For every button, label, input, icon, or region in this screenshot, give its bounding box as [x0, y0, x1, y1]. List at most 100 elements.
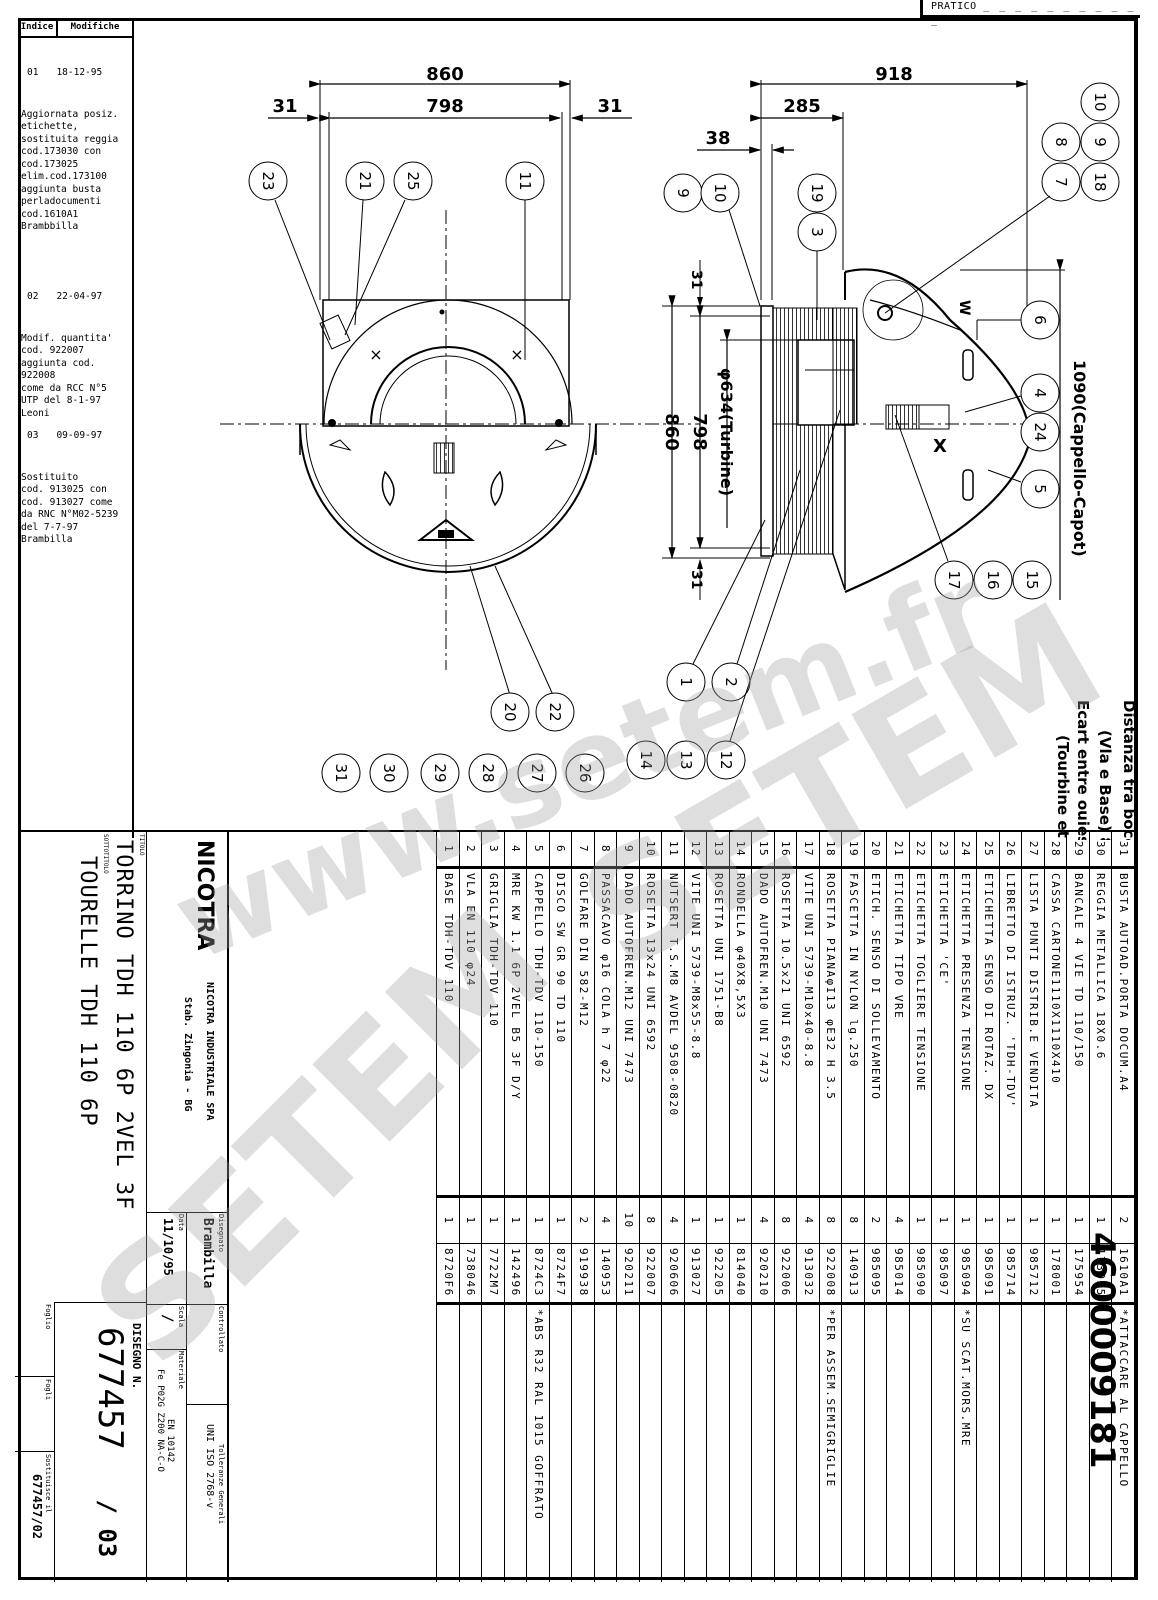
bom-note	[482, 1303, 505, 1582]
bom-note	[774, 1303, 797, 1582]
bom-position: 31	[1112, 832, 1134, 868]
bom-note: *SU SCAT.MORS.MRE	[954, 1303, 977, 1582]
bom-position: 18	[819, 832, 842, 868]
bom-description: ETICHETTA SENSO DI ROTAZ. DX	[977, 867, 1000, 1197]
bom-note	[549, 1303, 572, 1582]
bom-note	[1044, 1303, 1067, 1582]
svg-text:9: 9	[674, 188, 692, 198]
bom-code: 922008	[819, 1243, 842, 1304]
bom-position: 24	[954, 832, 977, 868]
drawing-frame	[18, 18, 1138, 1580]
scale: /	[159, 1314, 175, 1323]
bom-note	[1022, 1303, 1045, 1582]
bom-description: VLA EN 110 φ24	[459, 867, 482, 1197]
bom-quantity: 4	[594, 1196, 617, 1244]
balloon-8: 8	[1041, 122, 1081, 162]
balloon-1: 1	[666, 662, 706, 702]
balloon-19: 19	[797, 173, 837, 213]
bom-code: 7722M7	[482, 1243, 505, 1304]
balloon-10: 10	[700, 173, 740, 213]
pratico-label: PRATICO	[931, 1, 977, 12]
bom-code: 985095	[864, 1243, 887, 1304]
bom-description: ETICHETTA PRESENZA TENSIONE	[954, 867, 977, 1197]
bom-quantity: 4	[887, 1196, 910, 1244]
bom-note	[594, 1303, 617, 1582]
revision-text: Aggiornata posiz. etichette, sostituita …	[21, 108, 119, 233]
revision-date: 22-04-97	[56, 291, 103, 302]
title: TORRINO TDH 110 6P 2VEL 3F	[111, 840, 136, 1211]
balloon-17: 17	[934, 560, 974, 600]
bom-quantity: 4	[662, 1196, 685, 1244]
bom-code: 985094	[954, 1243, 977, 1304]
bom-position: 27	[1022, 832, 1045, 868]
svg-text:30: 30	[380, 763, 398, 782]
balloon-29: 29	[420, 753, 460, 793]
dim-cap-height: 1090(Cappello-Capot)	[1070, 360, 1089, 557]
replaces: 677457/02	[30, 1474, 44, 1540]
dim-38: 38	[705, 128, 730, 149]
bom-quantity: 1	[729, 1196, 752, 1244]
bom-description: CASSA CARTONE1110X1110X410	[1044, 867, 1067, 1197]
front-view: 860 798 31 31 × ×	[220, 64, 700, 732]
bom-note	[437, 1303, 460, 1582]
revision-index: 02	[27, 291, 39, 302]
bom-description: ROSETTA 13x24 UNI 6592	[639, 867, 662, 1197]
bom-code: 985712	[1022, 1243, 1045, 1304]
balloon-3: 3	[797, 212, 837, 252]
bom-description: BUSTA AUTOAD.PORTA DOCUM.A4	[1112, 867, 1134, 1197]
svg-text:22: 22	[546, 702, 564, 721]
bom-code: 922205	[707, 1243, 730, 1304]
bom-description: CAPPELLO TDH-TDV 110-150	[527, 867, 550, 1197]
bom-position: 28	[1044, 832, 1067, 868]
bom-description: PASSACAVO φ16 COLA h 7 φ22	[594, 867, 617, 1197]
balloon-20: 20	[490, 692, 530, 732]
svg-text:(Tourbine et Embase): (Tourbine et Embase)	[1054, 735, 1072, 840]
title-cell: TITOLO TORRINO TDH 110 6P 2VEL 3F SOTTOT…	[75, 832, 147, 1303]
bom-note	[752, 1303, 775, 1582]
svg-text:2: 2	[722, 677, 740, 687]
date-cell: Data 11/10/95	[146, 1212, 187, 1305]
dim-918: 918	[875, 64, 913, 85]
svg-text:4: 4	[1031, 388, 1049, 398]
bom-description: LIBRETTO DI ISTRUZ. 'TDH-TDV'	[999, 867, 1022, 1197]
bom-code: 920210	[752, 1243, 775, 1304]
revision-text: Sostituito cod. 913025 con cod. 913027 c…	[21, 471, 119, 546]
balloon-13: 13	[666, 740, 706, 780]
tolerance-cell: Tolleranze Generali UNI ISO 2768-v	[186, 1404, 227, 1582]
balloon-7: 7	[1041, 162, 1081, 202]
subtitle: TOURELLE TDH 110 6P	[75, 856, 100, 1127]
bom-note: *ABS R32 RAL 1015 GOFFRATO	[527, 1303, 550, 1582]
drawing-number-cell: DISEGNO N. 677457 / 03	[55, 1302, 147, 1583]
bom-code: 920211	[617, 1243, 640, 1304]
bom-code: 913027	[684, 1243, 707, 1304]
bom-position: 30	[1089, 832, 1112, 868]
bom-quantity: 8	[639, 1196, 662, 1244]
bom-position: 3	[482, 832, 505, 868]
bom-code: 985091	[977, 1243, 1000, 1304]
bom-code: 140953	[594, 1243, 617, 1304]
balloon-26: 26	[565, 753, 605, 793]
svg-text:×: ×	[510, 345, 523, 364]
svg-text:9: 9	[1091, 137, 1109, 147]
bom-note	[504, 1303, 527, 1582]
bom-position: 16	[774, 832, 797, 868]
bom-code: 178001	[1044, 1243, 1067, 1304]
balloon-31: 31	[321, 753, 361, 793]
bom-position: 15	[752, 832, 775, 868]
dim-798-vertical: 798	[689, 413, 710, 451]
